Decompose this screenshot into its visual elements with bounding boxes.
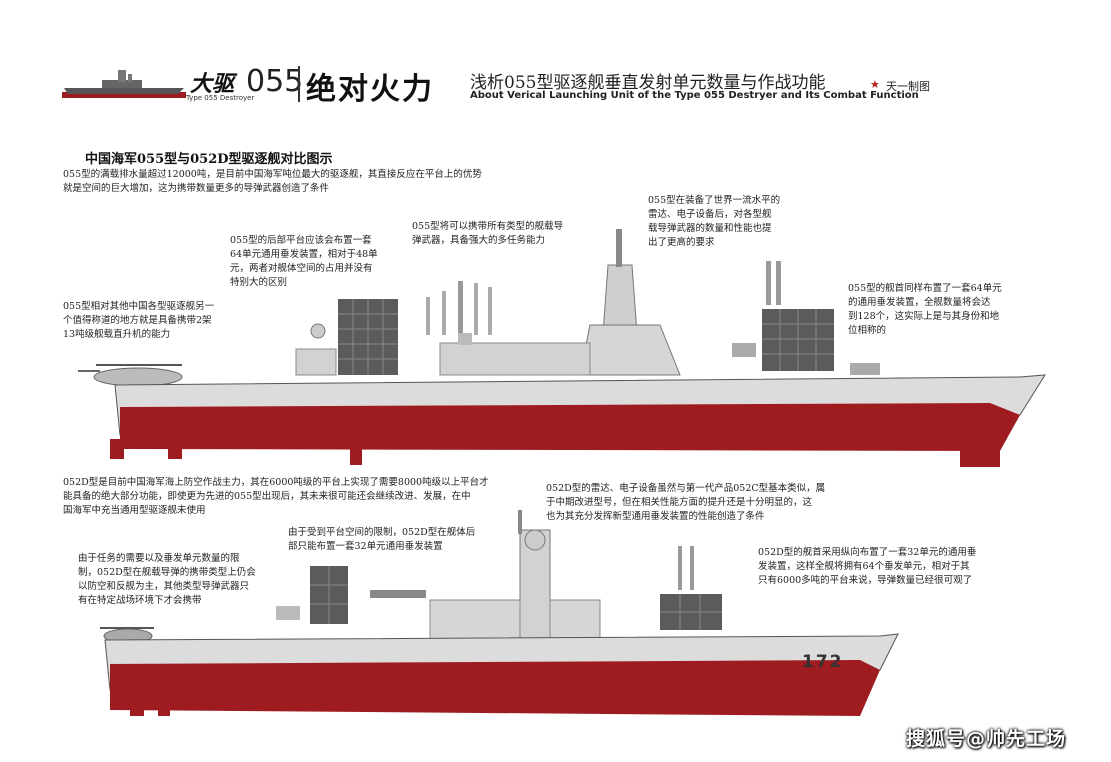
- badge-number: 055: [246, 64, 304, 99]
- star-icon: ★: [870, 78, 880, 91]
- watermark: 搜狐号@帅先工场: [906, 728, 1067, 750]
- missile-lineup-055: [426, 281, 492, 335]
- helicopter-icon-055: [78, 364, 183, 387]
- ship-thumbnail-icon: [62, 70, 186, 98]
- badge-en: Type 055 Destroyer: [186, 94, 255, 102]
- note-055-missiles: 055型将可以携带所有类型的舰载导弹武器，具备强大的多任务能力: [412, 221, 564, 246]
- vls-rear-055: [338, 299, 398, 375]
- subtitle-cn: 浅析055型驱逐舰垂直发射单元数量与作战功能: [470, 73, 826, 93]
- author-credit: 天一制图: [886, 80, 930, 93]
- note-052d-intro: 052D型是目前中国海军海上防空作战主力，其在6000吨级的平台上实现了需要80…: [63, 477, 489, 516]
- note-055-intro: 055型的满载排水量超过12000吨，是目前中国海军吨位最大的驱逐舰，其直接反应…: [63, 169, 482, 194]
- subtitle-en: About Verical Launching Unit of the Type…: [470, 90, 919, 101]
- header-divider: [298, 66, 300, 102]
- note-052d-rear-vls: 由于受到平台空间的限制，052D型在舰体后部只能布置一套32单元通用垂发装置: [288, 527, 476, 552]
- note-052d-weapons: 由于任务的需要以及垂发单元数量的限制，052D型在舰载导弹的携带类型上仍会以防空…: [78, 553, 256, 606]
- section-title: 中国海军055型与052D型驱逐舰对比图示: [85, 152, 333, 167]
- note-052d-radar: 052D型的雷达、电子设备虽然与第一代产品052C型基本类似，属于中期改进型号，…: [546, 483, 826, 522]
- note-055-radar: 055型在装备了世界一流水平的雷达、电子设备后，对各型舰载导弹武器的数量和性能也…: [648, 195, 781, 248]
- ship-055-illustration: [78, 229, 1046, 467]
- page-title: 绝对火力: [306, 72, 434, 107]
- vls-rear-052d: [310, 566, 348, 624]
- badge-cn: 大驱: [190, 71, 235, 97]
- hull-number-172: 172: [802, 652, 844, 672]
- vls-bow-052d: [660, 594, 722, 630]
- vls-bow-055: [762, 309, 834, 371]
- note-055-bow-vls: 055型的舰首同样布置了一套64单元的通用垂发装置，全舰数量将会达到128个，这…: [848, 283, 1002, 336]
- ship-052d-illustration: [100, 510, 899, 716]
- note-052d-bow-vls: 052D型的舰首采用纵向布置了一套32单元的通用垂发装置，这样全舰将拥有64个垂…: [758, 547, 977, 586]
